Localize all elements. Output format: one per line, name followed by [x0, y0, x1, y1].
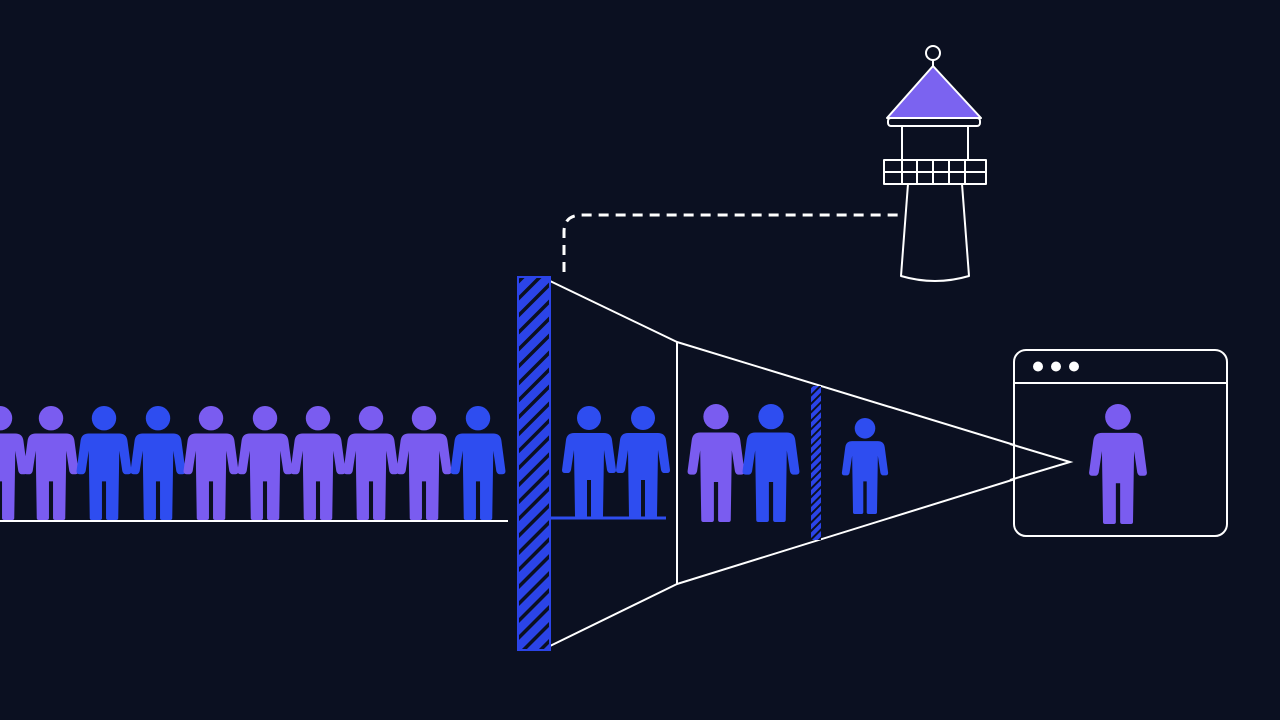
lighthouse-lantern: [901, 125, 969, 161]
person-icon: [562, 406, 616, 518]
lighthouse-tower: [900, 183, 970, 282]
gate-icon: [517, 276, 551, 651]
person-icon: [450, 406, 506, 520]
person-icon: [237, 406, 293, 520]
funnel: [549, 280, 1071, 647]
person-icon: [23, 406, 79, 520]
funnel-tip: [1009, 443, 1074, 481]
person-icon: [742, 404, 800, 522]
person-icon: [183, 406, 239, 520]
funnel-bottom-edge: [549, 461, 1071, 647]
person-icon: [130, 406, 186, 520]
dashed-connector: [562, 213, 898, 272]
lighthouse-beacon: [925, 45, 941, 61]
lighthouse-roof: [886, 65, 982, 119]
window-dot: [1051, 361, 1061, 372]
window-dot: [1033, 361, 1043, 372]
queue-people: [0, 406, 506, 521]
inner-gate-icon: [811, 386, 821, 540]
person-icon: [0, 406, 28, 521]
person-icon: [76, 406, 132, 520]
person-icon: [616, 406, 670, 518]
lighthouse-icon: [883, 45, 987, 282]
person-icon: [343, 406, 399, 520]
funnel-people: [562, 404, 889, 522]
person-icon: [290, 406, 346, 520]
window-dot: [1069, 361, 1079, 372]
person-icon: [841, 418, 889, 514]
person-icon: [687, 404, 745, 522]
person-icon: [396, 406, 452, 520]
window-person: [1089, 404, 1147, 524]
person-icon: [1089, 404, 1147, 524]
